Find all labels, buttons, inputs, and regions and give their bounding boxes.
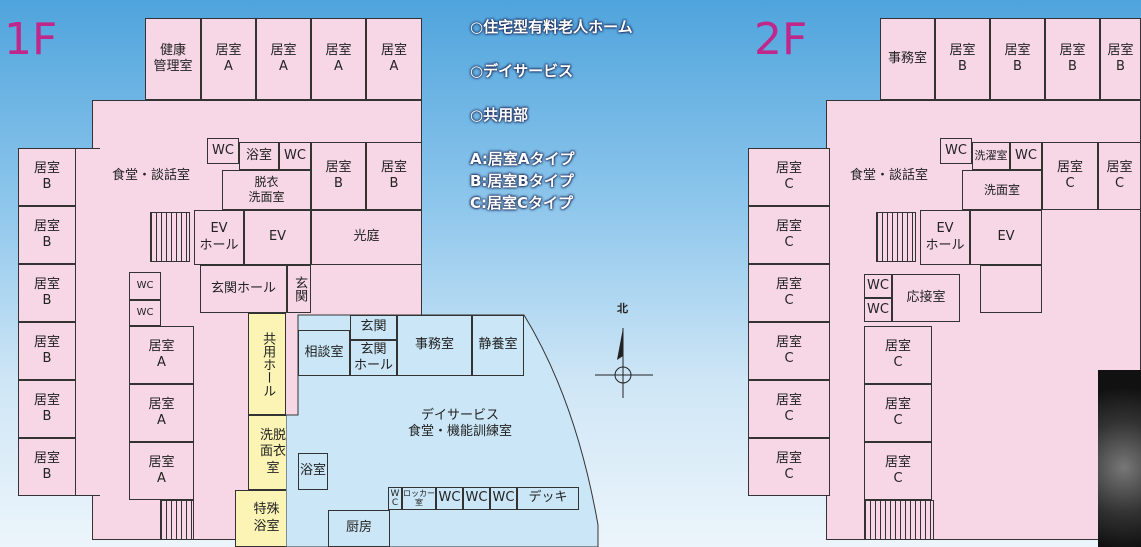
room-b-right-2: 居室 B [366,142,422,210]
room-health-office: 健康 管理室 [145,18,201,100]
legend-day-service: ○デイサービス [470,62,574,80]
room-c-right-1: 居室 C [1042,142,1098,210]
room-b-left-2: 居室 B [18,206,76,264]
room-shared-hall: 共用ホール [248,313,286,415]
room-b-left-3: 居室 B [18,264,76,322]
room-dressing: 脱衣 洗面室 [222,170,311,210]
floor-label-1f: 1F [4,14,58,65]
room-entrance-hall-2: 玄関 ホール [350,340,397,376]
room-wc-small-1: WC [129,272,161,300]
room-courtyard: 光庭 [311,210,422,265]
room-b-right-1: 居室 B [311,142,366,210]
compass-north-label: 北 [617,302,628,315]
floor-label-2f: 2F [754,14,808,65]
room-a-3: 居室 A [311,18,366,100]
room-rest: 静養室 [472,315,524,376]
room-a-4: 居室 A [366,18,422,100]
room-entrance-vertical: 玄関 [287,265,311,313]
room-c-mid-3: 居室 C [864,442,932,500]
room-b-top-4: 居室 B [1100,18,1141,100]
room-ev-2f: EV [970,210,1042,265]
room-laundry: 洗濯室 [972,142,1010,170]
stairs-2f [876,212,916,262]
room-wc-3: WC [436,487,463,510]
room-b-left-4: 居室 B [18,322,76,380]
room-office-2f: 事務室 [880,18,935,100]
room-wc-2f-2: WC [1010,142,1042,170]
room-wc-2: WC [279,142,311,170]
room-dining-2f: 食堂・談話室 [850,168,929,183]
room-ev-hall-1f: EV ホール [194,210,244,265]
room-b-left-5: 居室 B [18,380,76,438]
room-c-right-2: 居室 C [1098,142,1141,210]
room-c-left-2: 居室 C [748,206,830,264]
room-reception: 応接室 [892,274,960,322]
room-wc-4: WC [463,487,490,510]
room-b-top-2: 居室 B [990,18,1045,100]
room-b-top-1: 居室 B [935,18,990,100]
legend: ○住宅型有料老人ホーム ○デイサービス ○共用部 A:居室Aタイプ B:居室Bタ… [470,16,633,214]
room-entrance-2: 玄関 [350,315,397,340]
room-washroom-2f: 洗面室 [962,170,1042,210]
room-wc-1: WC [207,138,239,164]
room-entrance-hall: 玄関ホール [200,265,287,313]
room-wc-2f-a: WC [864,274,892,298]
room-ev-1f: EV [244,210,311,265]
stairs-1f [150,212,190,262]
stairs-2f-bottom [864,500,934,540]
room-c-mid-2: 居室 C [864,384,932,442]
room-b-left-6: 居室 B [18,438,76,496]
room-a-left-1: 居室 A [129,326,194,384]
room-wc-c: W C [388,487,402,510]
room-a-left-2: 居室 A [129,384,194,442]
room-ev-hall-2f: EV ホール [920,210,970,265]
stairs-1f-bottom [160,500,194,540]
legend-common: ○共用部 [470,106,529,124]
room-a-left-3: 居室 A [129,442,194,500]
room-c-mid-1: 居室 C [864,326,932,384]
room-c-left-5: 居室 C [748,380,830,438]
room-c-left-6: 居室 C [748,438,830,496]
room-wc-5: WC [490,487,517,510]
legend-type-a: A:居室Aタイプ [470,150,575,168]
room-dining-1f: 食堂・談話室 [112,168,191,183]
room-consult: 相談室 [298,330,350,376]
room-office-1f: 事務室 [397,315,472,376]
room-wc-2f-1: WC [940,138,972,164]
room-bath-1: 浴室 [239,142,279,170]
room-day-service: デイサービス 食堂・機能訓練室 [407,408,512,440]
room-wc-small-2: WC [129,300,161,326]
room-bath-2: 浴室 [298,453,328,490]
room-kitchen: 厨房 [328,510,390,547]
room-a-2: 居室 A [256,18,311,100]
room-locker: ロッカー 室 [402,487,436,510]
room-c-left-3: 居室 C [748,264,830,322]
room-b-left-1: 居室 B [18,148,76,206]
legend-residence: ○住宅型有料老人ホーム [470,18,633,36]
legend-type-b: B:居室Bタイプ [470,172,574,190]
photo-corner [1098,370,1141,547]
room-deck: デッキ [517,487,579,510]
compass-north-icon [595,328,653,398]
room-wc-2f-b: WC [864,298,892,322]
room-c-left-1: 居室 C [748,148,830,206]
room-a-1: 居室 A [201,18,256,100]
room-b-top-3: 居室 B [1045,18,1100,100]
room-c-left-4: 居室 C [748,322,830,380]
legend-type-c: C:居室Cタイプ [470,194,574,212]
room-block-2f [980,265,1042,313]
